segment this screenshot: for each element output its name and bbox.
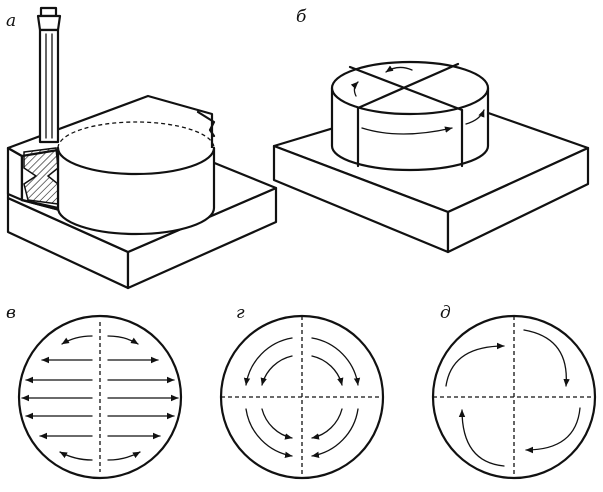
cylinder-back-edge-dashed	[57, 121, 215, 149]
workpiece-a	[6, 94, 278, 290]
panel-g: г	[219, 303, 385, 480]
panel-d-label: д	[440, 303, 451, 323]
panel-v-label: в	[6, 303, 16, 323]
cutter-collar	[36, 14, 62, 32]
quadrant-arrows-d	[445, 329, 581, 467]
workpiece-b	[272, 60, 590, 254]
top-divider-2	[356, 62, 460, 110]
panel-a: а	[6, 6, 278, 290]
side-arrow	[361, 126, 453, 135]
quadrant-arrows-g	[243, 337, 361, 458]
cutter-body	[38, 28, 60, 144]
top-arrow-1	[385, 65, 413, 73]
plate-side	[446, 146, 590, 254]
cylinder-front-edge	[56, 146, 216, 176]
cutter-shank-top	[39, 6, 58, 18]
side-arrow-right	[465, 109, 485, 125]
top-divider-1	[348, 65, 464, 112]
top-arrow-2	[350, 81, 359, 97]
zigzag-arrows	[21, 322, 179, 472]
circle-v	[17, 314, 183, 480]
panel-b-label: б	[296, 7, 307, 27]
panel-d: д	[431, 303, 597, 480]
end-mill-cutter	[23, 6, 62, 205]
panel-b: б	[272, 7, 590, 254]
panel-v: в	[6, 303, 183, 480]
panel-a-label: а	[6, 11, 16, 31]
wall-broken-edge	[196, 110, 216, 138]
cutter-engaged-section	[23, 147, 59, 205]
panel-g-label: г	[236, 303, 245, 323]
